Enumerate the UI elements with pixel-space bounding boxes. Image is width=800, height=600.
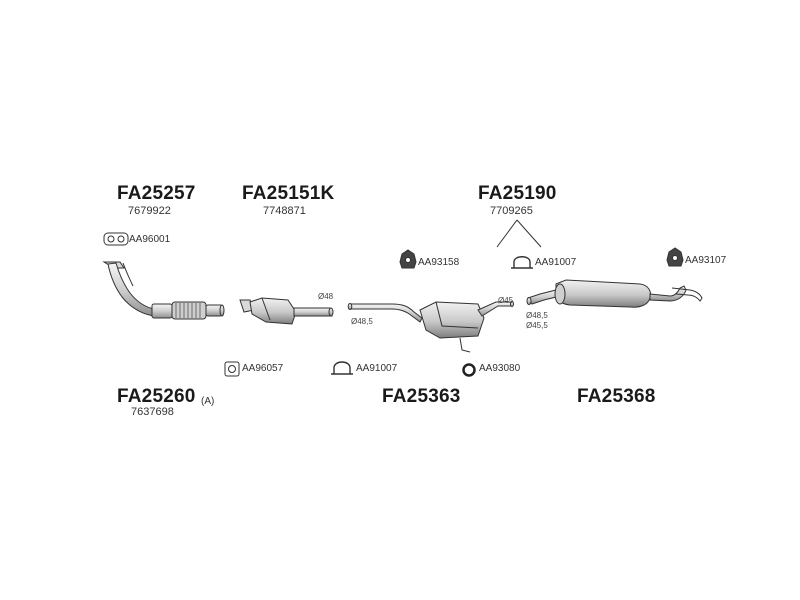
accessory-label: AA93158 <box>418 257 460 268</box>
group-ref-fa25190: 7709265 <box>490 205 533 217</box>
group-ref-fa25260: 7637698 <box>131 406 174 418</box>
rubber-mount-icon <box>666 247 684 267</box>
group-code-fa25368: FA25368 <box>577 386 656 407</box>
dimension-label: Ø48 <box>318 292 334 301</box>
catalytic-converter <box>239 297 334 325</box>
group-code-fa25260: FA25260 <box>117 386 196 407</box>
rubber-mount-icon <box>399 249 417 269</box>
u-bolt-clamp-icon <box>511 256 533 269</box>
group-ref-fa25257: 7679922 <box>128 205 171 217</box>
dimension-label: Ø48,5 <box>526 311 548 320</box>
group-suffix-fa25260: (A) <box>201 396 215 407</box>
accessory-label: AA93080 <box>479 363 521 374</box>
u-bolt-clamp-icon <box>331 361 353 375</box>
accessory-label: AA93107 <box>685 255 727 266</box>
accessory-label: AA96001 <box>129 234 171 245</box>
middle-silencer <box>347 301 514 353</box>
group-code-fa25151k: FA25151K <box>242 183 335 204</box>
clamp-icon <box>103 232 129 246</box>
front-downpipe <box>102 261 225 320</box>
group-code-fa25190: FA25190 <box>478 183 557 204</box>
group-code-fa25257: FA25257 <box>117 183 196 204</box>
group-ref-fa25151k: 7748871 <box>263 205 306 217</box>
dimension-label: Ø48,5 <box>351 317 373 326</box>
group-code-fa25363: FA25363 <box>382 386 461 407</box>
ring-icon <box>462 363 476 377</box>
dimension-label: Ø45,5 <box>526 321 548 330</box>
branch-lines <box>496 219 542 248</box>
gasket-icon <box>224 361 240 377</box>
dimension-label: Ø45 <box>498 296 514 305</box>
accessory-label: AA91007 <box>535 257 577 268</box>
rear-silencer <box>526 279 703 308</box>
accessory-label: AA96057 <box>242 363 284 374</box>
accessory-label: AA91007 <box>356 363 398 374</box>
